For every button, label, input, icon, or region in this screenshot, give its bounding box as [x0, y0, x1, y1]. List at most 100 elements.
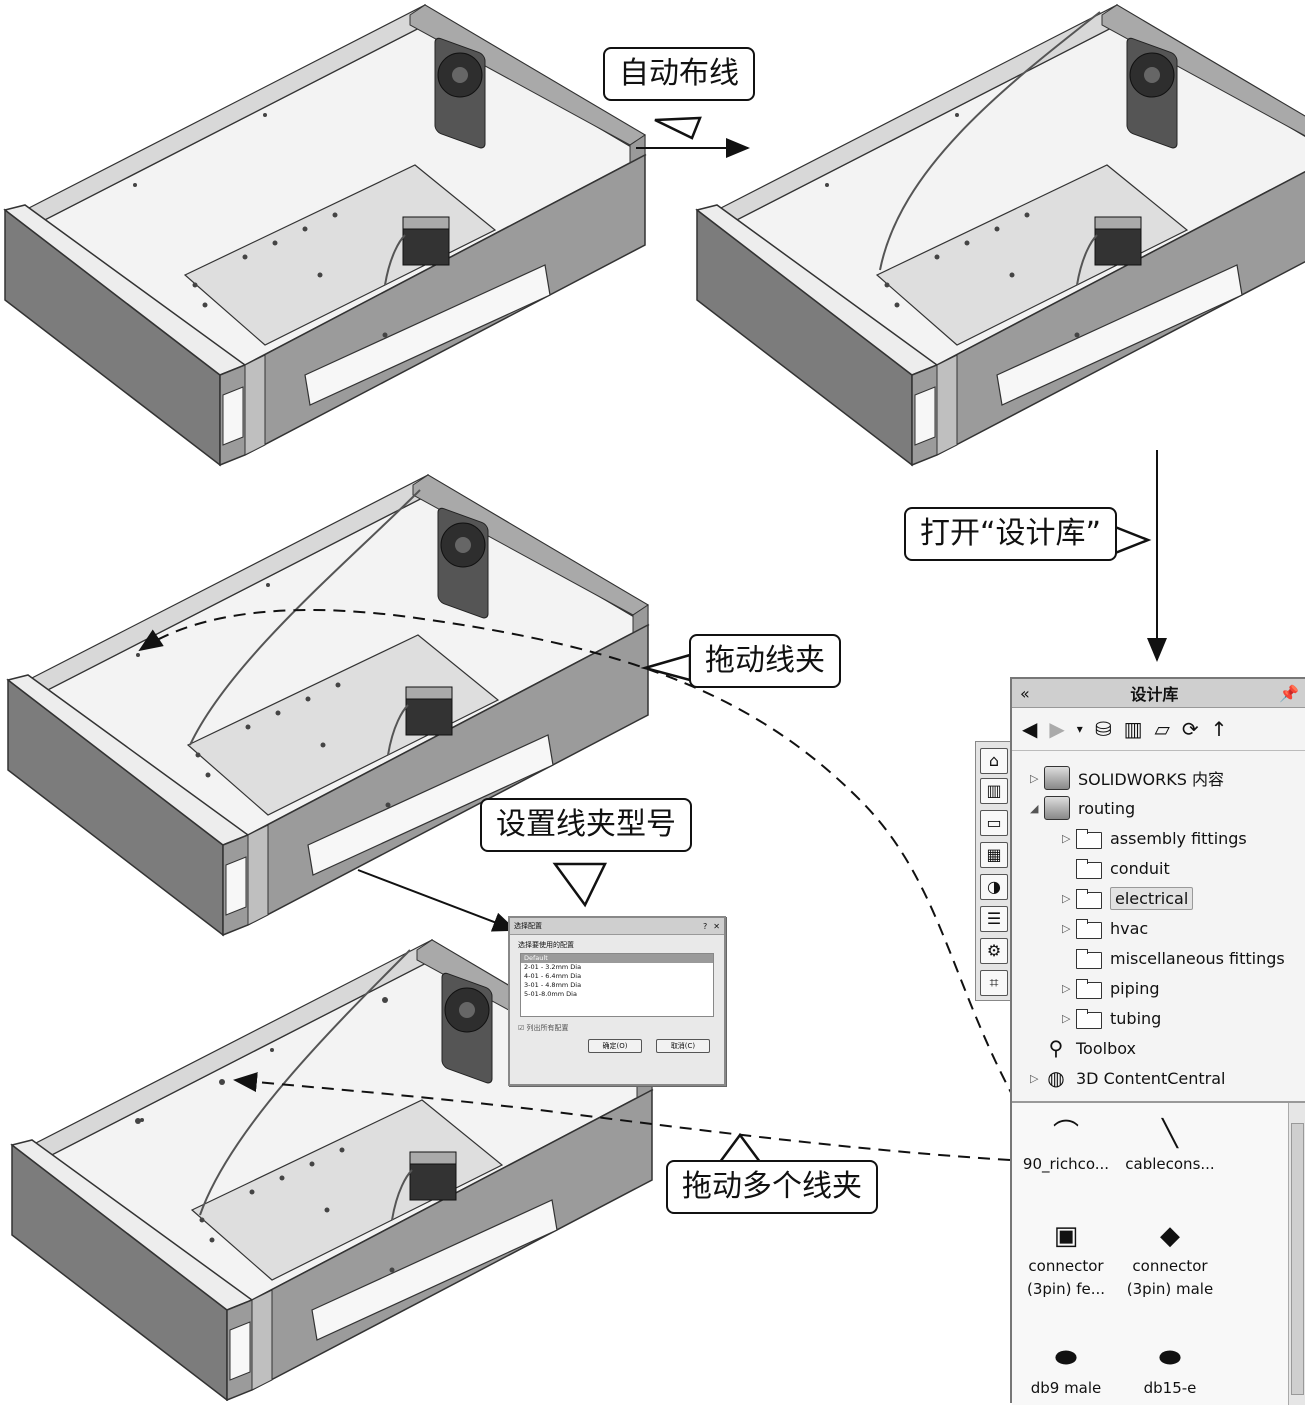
- callout-tail-set-clip-model: [552, 862, 608, 908]
- db9-icon: ⬬: [1054, 1343, 1078, 1373]
- home-icon[interactable]: ⌂: [980, 748, 1008, 774]
- palette-item-label: cablecons...: [1125, 1155, 1215, 1173]
- tree-item-miscellaneous-fittings[interactable]: miscellaneous fittings: [1062, 945, 1285, 971]
- folder-icon: [1076, 829, 1102, 849]
- task-pane-tabs: ⌂ ▥ ▭ ▦ ◑ ☰ ⚙ ⌗: [975, 741, 1010, 1001]
- palette-item-db15-e[interactable]: ⬬ db15-e: [1120, 1343, 1220, 1400]
- cancel-button[interactable]: 取消(C): [656, 1039, 710, 1053]
- pin-icon[interactable]: 📌: [1279, 683, 1299, 703]
- enclosure-view-4: [11, 939, 653, 1401]
- add-file-location-icon[interactable]: ▥: [1123, 717, 1143, 741]
- checkbox-label: 列出所有配置: [526, 1024, 569, 1032]
- tree-item-label: assembly fittings: [1110, 828, 1247, 848]
- routing-library-icon[interactable]: ⌗: [980, 970, 1008, 996]
- folder-icon: [1076, 889, 1102, 909]
- expand-icon[interactable]: ▷: [1062, 831, 1071, 845]
- callout-tail-auto-route: [654, 116, 702, 140]
- solidworks-forum-icon[interactable]: ⚙: [980, 938, 1008, 964]
- collapse-icon[interactable]: «: [1020, 683, 1030, 703]
- file-explorer-icon[interactable]: ▭: [980, 810, 1008, 836]
- close-icon[interactable]: ✕: [713, 921, 720, 931]
- scrollbar-thumb[interactable]: [1291, 1123, 1304, 1395]
- folder-icon: [1076, 859, 1102, 879]
- tree-item-label: hvac: [1110, 918, 1149, 938]
- tree-item-label: routing: [1078, 798, 1136, 818]
- tree-item-piping[interactable]: ▷ piping: [1062, 975, 1160, 1001]
- expand-icon[interactable]: ▷: [1030, 771, 1039, 785]
- help-icon[interactable]: ?: [703, 921, 708, 931]
- folder-icon: [1076, 919, 1102, 939]
- callout-open-library: 打开“设计库”: [904, 507, 1118, 561]
- configuration-option[interactable]: Default: [521, 954, 713, 963]
- tree-item-label: 3D ContentCentral: [1076, 1068, 1226, 1088]
- expand-icon[interactable]: ▷: [1062, 891, 1071, 905]
- custom-properties-icon[interactable]: ☰: [980, 906, 1008, 932]
- callout-tail-drag-multi-clips: [717, 1132, 763, 1164]
- back-icon[interactable]: ◀: [1022, 717, 1038, 741]
- tree-item-label: piping: [1110, 978, 1160, 998]
- tree-item-label: miscellaneous fittings: [1110, 948, 1285, 968]
- tree-item-toolbox[interactable]: ⚲Toolbox: [1030, 1035, 1136, 1061]
- palette-item-label: connector: [1028, 1257, 1104, 1275]
- configuration-option[interactable]: 5-01-8.0mm Dia: [524, 990, 577, 998]
- configuration-list[interactable]: Default 2-01 - 3.2mm Dia 4-01 - 6.4mm Di…: [520, 953, 714, 1017]
- drag-path-multi-clip: [233, 1072, 1011, 1161]
- dropdown-icon[interactable]: ▾: [1076, 722, 1083, 736]
- configuration-option[interactable]: 3-01 - 4.8mm Dia: [524, 981, 582, 989]
- palette-item-label: connector: [1132, 1257, 1208, 1275]
- enclosure-view-2: [696, 4, 1305, 466]
- tree-item-hvac[interactable]: ▷ hvac: [1062, 915, 1148, 941]
- view-palette-icon[interactable]: ▦: [980, 842, 1008, 868]
- enclosure-view-3: [7, 474, 649, 936]
- folder-icon: [1076, 949, 1102, 969]
- palette-item-cablecons[interactable]: ╲ cablecons...: [1120, 1119, 1220, 1176]
- design-library-toolbar: ◀ ▶ ▾ ⛁ ▥ ▱ ⟳ ↑: [1012, 708, 1305, 751]
- palette-scrollbar[interactable]: [1288, 1103, 1305, 1405]
- enclosure-view-1: [4, 4, 646, 466]
- tree-item-solidworks-content[interactable]: ▷SOLIDWORKS 内容: [1030, 765, 1224, 791]
- ok-button[interactable]: 确定(O): [588, 1039, 642, 1053]
- tree-item-tubing[interactable]: ▷tubing: [1062, 1005, 1161, 1031]
- create-new-folder-icon[interactable]: ▱: [1154, 717, 1170, 741]
- box-icon: [1044, 766, 1070, 790]
- tree-item-routing[interactable]: ◢ routing: [1030, 795, 1135, 821]
- tree-item-3d-contentcentral[interactable]: ▷ ◍ 3D ContentCentral: [1030, 1065, 1225, 1091]
- up-one-level-icon[interactable]: ↑: [1210, 717, 1228, 741]
- connector-male-icon: ◆: [1160, 1221, 1180, 1251]
- design-library-title: 设计库: [1130, 685, 1179, 704]
- appearances-icon[interactable]: ◑: [980, 874, 1008, 900]
- collapse-tree-icon[interactable]: ◢: [1030, 801, 1039, 815]
- tree-item-conduit[interactable]: conduit: [1062, 855, 1170, 881]
- expand-icon[interactable]: ▷: [1062, 981, 1071, 995]
- list-all-configs-checkbox[interactable]: ☑ 列出所有配置: [518, 1024, 569, 1032]
- box-icon: [1044, 796, 1070, 820]
- palette-item-label: db15-e: [1143, 1379, 1197, 1397]
- folder-icon: [1076, 979, 1102, 999]
- arrow-to-dialog: [357, 869, 517, 932]
- palette-item-db9-male[interactable]: ⬬ db9 male: [1016, 1343, 1116, 1400]
- palette-item-connector-male[interactable]: ◆ connector (3pin) male: [1120, 1221, 1220, 1301]
- palette-item-label-2: (3pin) fe...: [1026, 1280, 1106, 1298]
- tree-item-electrical[interactable]: ▷electrical: [1062, 885, 1194, 911]
- callout-drag-multi-clips: 拖动多个线夹: [666, 1160, 878, 1214]
- palette-item-label-2: (3pin) male: [1126, 1280, 1214, 1298]
- expand-icon[interactable]: ▷: [1030, 1071, 1039, 1085]
- design-library-panel: « 设计库 📌 ◀ ▶ ▾ ⛁ ▥ ▱ ⟳ ↑ ▷SOLIDWORKS 内容 ◢…: [1010, 677, 1305, 1405]
- expand-icon[interactable]: ▷: [1062, 1011, 1071, 1025]
- tree-item-label: conduit: [1110, 858, 1170, 878]
- add-to-library-icon[interactable]: ⛁: [1094, 717, 1112, 741]
- refresh-icon[interactable]: ⟳: [1181, 717, 1199, 741]
- configuration-option[interactable]: 4-01 - 6.4mm Dia: [524, 972, 582, 980]
- design-library-titlebar: « 设计库 📌: [1012, 679, 1305, 708]
- cable-icon: ╲: [1162, 1119, 1178, 1149]
- design-library-tree: ▷SOLIDWORKS 内容 ◢ routing ▷ assembly fittin…: [1012, 765, 1303, 1090]
- expand-icon[interactable]: ▷: [1062, 921, 1071, 935]
- palette-item-connector-female[interactable]: ▣ connector (3pin) fe...: [1016, 1221, 1116, 1301]
- globe-icon: ◍: [1047, 1066, 1065, 1090]
- design-library-tab-icon[interactable]: ▥: [980, 778, 1008, 804]
- configuration-option[interactable]: 2-01 - 3.2mm Dia: [524, 963, 582, 971]
- design-library-palette: ⌒ 90_richco... ╲ cablecons... ▣ connecto…: [1012, 1101, 1305, 1405]
- palette-item-90-richco[interactable]: ⌒ 90_richco...: [1016, 1119, 1116, 1176]
- forward-icon[interactable]: ▶: [1049, 717, 1065, 741]
- tree-item-assembly-fittings[interactable]: ▷ assembly fittings: [1062, 825, 1247, 851]
